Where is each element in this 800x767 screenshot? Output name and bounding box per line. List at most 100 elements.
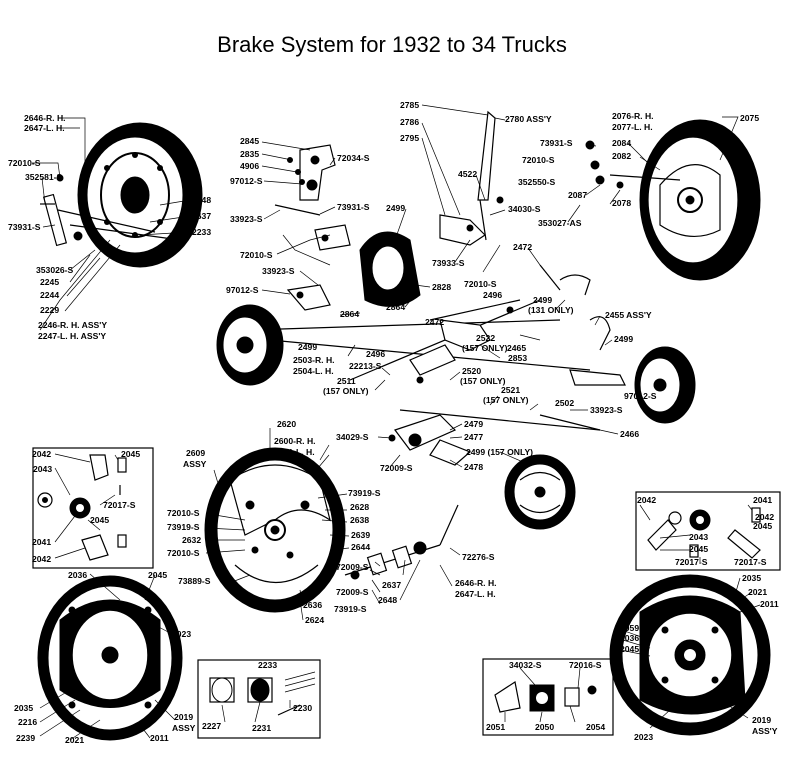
wheel-cylinder-inset	[197, 659, 321, 739]
label-2637: 2637	[192, 211, 211, 221]
label-131-only: (131 ONLY)	[528, 305, 574, 315]
label-72276-s: 72276-S	[462, 552, 495, 562]
label-353026-s: 353026-S	[36, 265, 74, 275]
label-2478: 2478	[464, 462, 483, 472]
label-2239: 2239	[16, 733, 35, 743]
label-73933-s: 73933-S	[432, 258, 465, 268]
part-labels: 2646-R. H. 2647-L. H. 72010-S 352581-S 7…	[8, 100, 779, 745]
label-2628: 2628	[350, 502, 369, 512]
label-2011-a: 2011	[150, 733, 169, 743]
label-assy-b: ASS'Y	[752, 726, 778, 736]
label-2786: 2786	[400, 117, 419, 127]
label-2084: 2084	[612, 138, 631, 148]
label-72010-s-drum-b: 72010-S	[167, 548, 200, 558]
left-inset-box	[32, 447, 154, 569]
label-72009-s-drum: 72009-S	[336, 562, 369, 572]
label-33923-s-mid: 33923-S	[262, 266, 295, 276]
rear-brake-rod-parts	[40, 174, 181, 247]
hand-brake-lever	[439, 110, 504, 246]
label-2054: 2054	[586, 722, 605, 732]
label-2045-e: 2045	[689, 544, 708, 554]
label-2041-a: 2041	[32, 537, 51, 547]
bleeder-valve-inset	[482, 658, 614, 736]
label-353027-as: 353027-AS	[538, 218, 582, 228]
mid-left-drum	[216, 304, 284, 386]
label-2864-center: 2864	[386, 302, 405, 312]
label-73919-s-c: 73919-S	[334, 604, 367, 614]
right-inset-box	[635, 491, 781, 571]
label-2503-rh: 2503-R. H.	[293, 355, 335, 365]
label-2042-c: 2042	[637, 495, 656, 505]
label-2648-drum: 2648	[378, 595, 397, 605]
label-2795: 2795	[400, 133, 419, 143]
label-72010-s-hand: 72010-S	[464, 279, 497, 289]
label-2455-assy: 2455 ASS'Y	[605, 310, 652, 320]
label-72010-s: 72010-S	[8, 158, 41, 168]
label-2636: 2636	[303, 600, 322, 610]
label-72010-s-right: 72010-S	[522, 155, 555, 165]
label-97012-s-top: 97012-S	[230, 176, 263, 186]
label-157-only-b: (157 ONLY)	[323, 386, 369, 396]
label-2864-left: 2864	[340, 309, 359, 319]
label-352581-s: 352581-S	[25, 172, 63, 182]
label-157-only-c: (157 ONLY)	[460, 376, 506, 386]
label-2499-left: 2499	[298, 342, 317, 352]
label-2648: 2648	[192, 195, 211, 205]
label-2247-lh-assy: 2247-L. H. ASS'Y	[38, 331, 106, 341]
label-2019-b: 2019	[752, 715, 771, 725]
label-97012-s-mid: 97012-S	[226, 285, 259, 295]
label-4522: 4522	[458, 169, 477, 179]
equalizer-parts	[388, 414, 472, 466]
label-2835: 2835	[240, 149, 259, 159]
label-2521: 2521	[501, 385, 520, 395]
label-2021-b: 2021	[748, 587, 767, 597]
bottom-left-backing-plate	[37, 575, 183, 741]
label-2077-lh: 2077-L. H.	[612, 122, 653, 132]
label-2050: 2050	[535, 722, 554, 732]
label-2780-assy: 2780 ASS'Y	[505, 114, 552, 124]
label-72010-s-mid: 72010-S	[240, 250, 273, 260]
label-2499-right: 2499	[614, 334, 633, 344]
label-2496-mid: 2496	[366, 349, 385, 359]
label-2059: 2059	[620, 623, 639, 633]
label-2045-b: 2045	[90, 515, 109, 525]
label-157-only-d: (157 ONLY)	[483, 395, 529, 405]
label-33923-s-right: 33923-S	[590, 405, 623, 415]
label-2023-b: 2023	[634, 732, 653, 742]
front-drum-right	[585, 119, 761, 281]
label-2785: 2785	[400, 100, 419, 110]
label-2646-rh-b: 2646-R. H.	[455, 578, 497, 588]
label-352550-s: 352550-S	[518, 177, 556, 187]
label-2609: 2609	[186, 448, 205, 458]
label-73931-s-right: 73931-S	[540, 138, 573, 148]
pedal-bracket-assembly	[274, 144, 351, 311]
label-assy-a: ASSY	[172, 723, 196, 733]
label-2511: 2511	[337, 376, 356, 386]
label-2082: 2082	[612, 151, 631, 161]
label-2472-center: 2472	[425, 317, 444, 327]
label-97012-s-right: 97012-S	[624, 391, 657, 401]
label-2042-b: 2042	[32, 554, 51, 564]
label-2051: 2051	[486, 722, 505, 732]
diagram-title: Brake System for 1932 to 34 Trucks	[217, 32, 567, 57]
label-73919-s-a: 73919-S	[348, 488, 381, 498]
label-2231: 2231	[252, 723, 271, 733]
leader-lines	[32, 104, 761, 741]
label-2632: 2632	[182, 535, 201, 545]
label-2466: 2466	[620, 429, 639, 439]
label-73931-s: 73931-S	[8, 222, 41, 232]
label-2600-rh: 2600-R. H.	[274, 436, 316, 446]
label-2639: 2639	[351, 530, 370, 540]
label-2216: 2216	[18, 717, 37, 727]
label-2230: 2230	[293, 703, 312, 713]
label-73931-s-mid: 73931-S	[337, 202, 370, 212]
label-2233-inset: 2233	[258, 660, 277, 670]
label-2624: 2624	[305, 615, 324, 625]
label-2647-lh-b: 2647-L. H.	[455, 589, 496, 599]
label-2499-top: 2499	[386, 203, 405, 213]
label-2601-lh: 2601-L. H.	[274, 447, 315, 457]
label-72010-s-drum: 72010-S	[167, 508, 200, 518]
label-2076-rh: 2076-R. H.	[612, 111, 654, 121]
center-backing-plate	[359, 231, 421, 307]
